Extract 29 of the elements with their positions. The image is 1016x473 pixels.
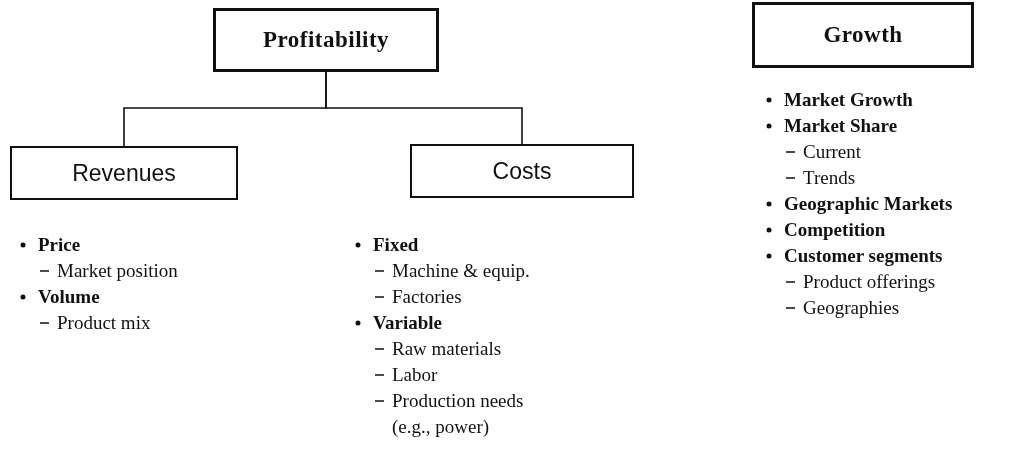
category-box [10, 146, 238, 200]
sub-item: Product mix [57, 311, 151, 335]
bullet-item: Competition [784, 218, 886, 242]
box-title: Revenues [72, 159, 176, 187]
sub-item: Machine & equip. [392, 259, 530, 283]
sub-item: Production needs (e.g., power) [392, 389, 525, 439]
category-box [752, 2, 974, 68]
bullet-item: Variable [373, 311, 442, 335]
bullet-item: Customer segments [784, 244, 943, 268]
connector-line [325, 71, 523, 145]
sub-item: Market position [57, 259, 178, 283]
sub-item: Raw materials [392, 337, 502, 361]
sub-item: Trends [803, 166, 856, 190]
sub-item: Labor [392, 363, 438, 387]
sub-item: Product offerings [803, 270, 936, 294]
box-title: Profitability [262, 27, 390, 53]
bullet-item: Price [38, 233, 81, 257]
sub-item: Geographies [803, 296, 900, 320]
bullet-item: Geographic Markets [784, 192, 953, 216]
sub-item: Factories [392, 285, 462, 309]
bullet-item: Volume [38, 285, 100, 309]
bullet-item: Fixed [373, 233, 419, 257]
bullet-item: Market Share [784, 114, 898, 138]
sub-item: Current [803, 140, 862, 164]
category-box [213, 8, 439, 72]
box-title: Costs [492, 157, 552, 185]
category-box [410, 144, 634, 198]
bullet-item: Market Growth [784, 88, 913, 112]
box-title: Growth [823, 22, 903, 48]
